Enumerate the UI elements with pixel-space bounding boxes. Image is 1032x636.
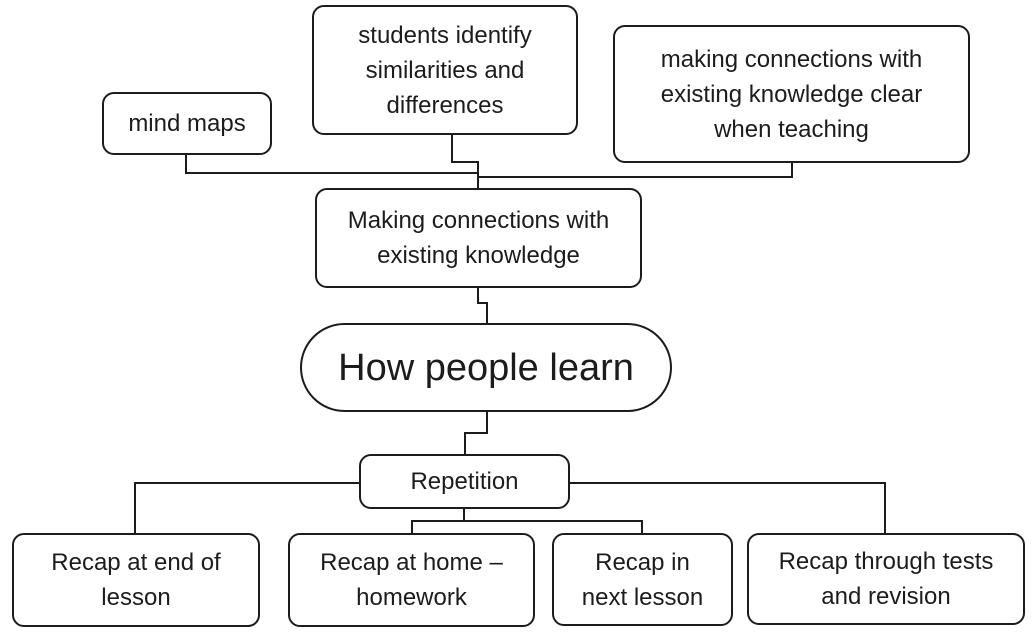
connector-repetition-to-recap-end [134,482,359,533]
node-students-identify: students identify similarities and diffe… [312,5,578,135]
node-recap-end-of-lesson: Recap at end of lesson [12,533,260,627]
node-recap-at-home: Recap at home – homework [288,533,535,627]
node-how-people-learn: How people learn [300,323,672,412]
connector-students-to-connections [451,135,479,188]
connector-repetition-to-recap-home-next [411,520,643,533]
node-making-connections: Making connections with existing knowled… [315,188,642,288]
node-clear-when-teaching: making connections with existing knowled… [613,25,970,163]
connector-connections-to-center [477,288,488,323]
connector-teaching-to-connections [478,163,793,178]
connector-repetition-to-recap-tests [570,482,886,533]
connector-center-to-repetition [464,412,488,454]
node-recap-next-lesson: Recap in next lesson [552,533,733,626]
node-recap-tests-revision: Recap through tests and revision [747,533,1025,625]
connector-mindmaps-to-connections [185,155,478,174]
node-mind-maps: mind maps [102,92,272,155]
node-repetition: Repetition [359,454,570,509]
